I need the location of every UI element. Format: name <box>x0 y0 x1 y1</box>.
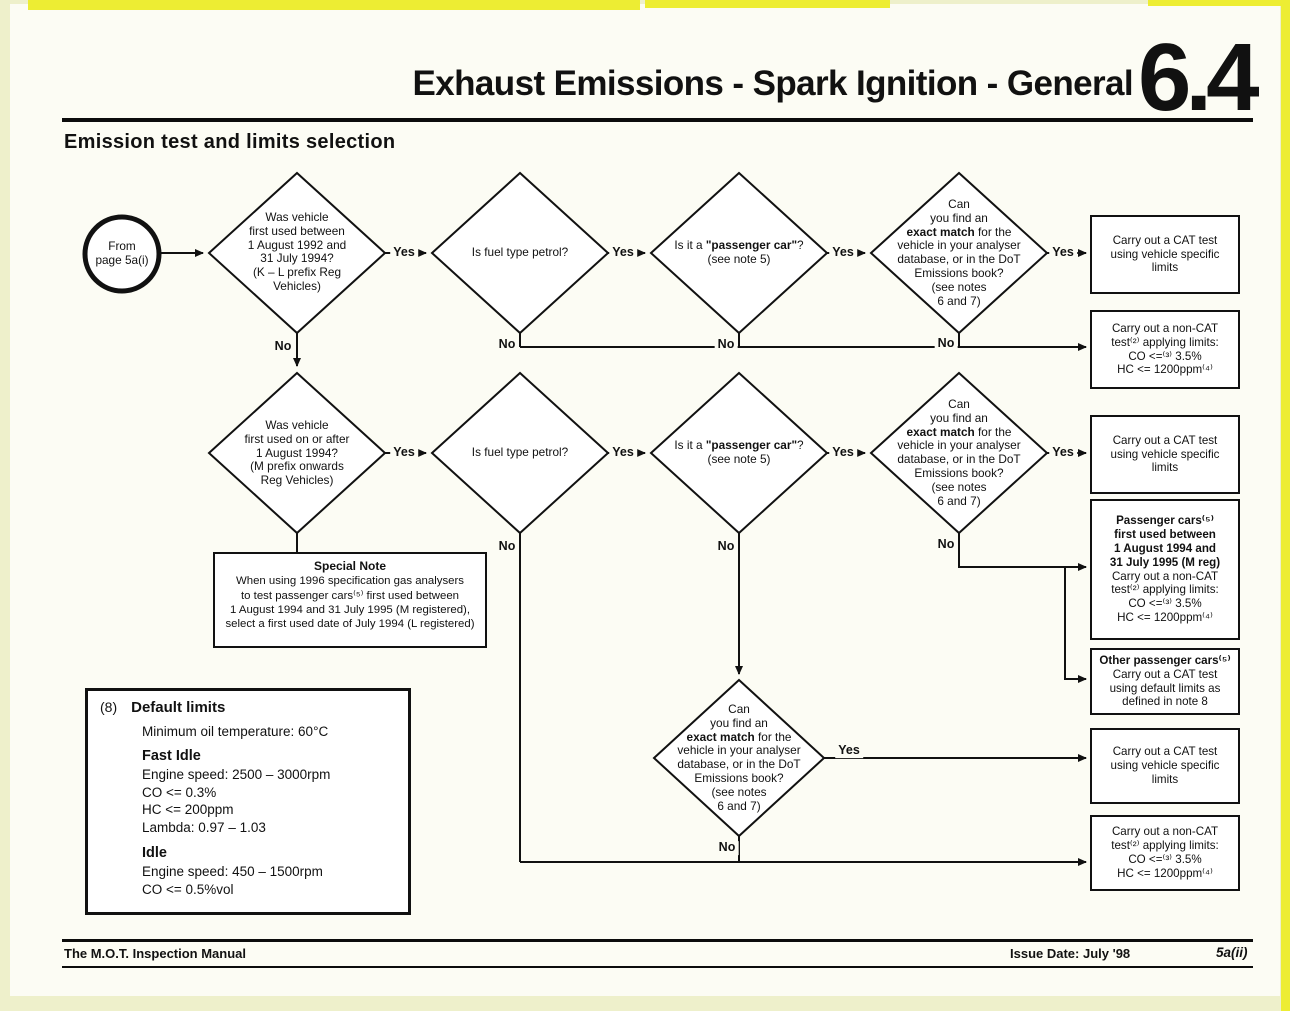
outcome-non-cat-test-2: Carry out a non-CAT test⁽²⁾ applying lim… <box>1090 815 1240 891</box>
q4-text: Can you find an exact match for the vehi… <box>897 197 1021 308</box>
no-label: No <box>934 537 958 552</box>
start-node-label: From page 5a(i) <box>95 239 149 267</box>
no-label: No <box>714 539 738 554</box>
footer-issue-date: Issue Date: July '98 <box>1010 946 1131 961</box>
no-label: No <box>934 336 958 351</box>
min-oil-temperature: Minimum oil temperature: 60°C <box>142 724 329 739</box>
q5-text: Was vehicle first used on or after 1 Aug… <box>244 418 350 488</box>
q1-text: Was vehicle first used between 1 August … <box>247 210 347 293</box>
outcome-other-passenger-cars: Other passenger cars⁽⁵⁾Carry out a CAT t… <box>1090 648 1240 715</box>
q8-text: Can you find an exact match for the vehi… <box>897 397 1021 508</box>
highlighter-mark <box>1281 0 1290 1011</box>
no-label: No <box>715 840 739 855</box>
special-note-title: Special Note <box>313 559 387 573</box>
no-label: No <box>714 337 738 352</box>
no-label: No <box>271 339 295 354</box>
yes-label: Yes <box>609 445 637 460</box>
default-limits-heading: (8) Default limits <box>100 699 396 716</box>
default-limits-ref: (8) <box>100 699 118 715</box>
special-note-body: When using 1996 specification gas analys… <box>225 575 475 631</box>
q2-text: Is fuel type petrol? <box>471 245 569 259</box>
q3-text: Is it a "passenger car"? (see note 5) <box>674 238 804 266</box>
page-subtitle: Emission test and limits selection <box>64 131 396 153</box>
yes-label: Yes <box>1049 445 1077 460</box>
idle-heading: Idle <box>142 845 167 862</box>
fast-idle-limits: Engine speed: 2500 – 3000rpm CO <= 0.3% … <box>142 767 331 835</box>
yes-label: Yes <box>390 445 418 460</box>
yes-label: Yes <box>390 245 418 260</box>
outcome-cat-test-1: Carry out a CAT test using vehicle speci… <box>1090 215 1240 294</box>
yes-label: Yes <box>835 743 863 758</box>
connector-q8-no <box>958 533 1087 571</box>
no-label: No <box>495 539 519 554</box>
q9-text: Can you find an exact match for the vehi… <box>677 702 801 813</box>
footer-rule-top <box>62 939 1253 942</box>
highlighter-mark <box>1148 0 1290 6</box>
idle-limits: Engine speed: 450 – 1500rpm CO <= 0.5%vo… <box>142 864 323 897</box>
outcome-passenger-m-reg: Passenger cars⁽⁵⁾ first used between 1 A… <box>1090 499 1240 640</box>
yes-label: Yes <box>829 245 857 260</box>
start-circle <box>82 214 162 294</box>
footer-manual-name: The M.O.T. Inspection Manual <box>64 946 247 961</box>
highlighter-mark <box>645 0 890 8</box>
section-number: 6.4 <box>1138 24 1259 131</box>
header-rule <box>62 118 1253 122</box>
outcome-cat-test-2: Carry out a CAT test using vehicle speci… <box>1090 415 1240 494</box>
connector-q8-no-branch <box>1064 567 1087 683</box>
highlighter-mark <box>28 0 640 10</box>
footer-page-ref: 5a(ii) <box>1216 945 1248 960</box>
yes-label: Yes <box>1049 245 1077 260</box>
q7-text: Is it a "passenger car"? (see note 5) <box>674 438 804 466</box>
footer-rule-bottom <box>62 966 1253 968</box>
outcome-non-cat-test-1: Carry out a non-CAT test⁽²⁾ applying lim… <box>1090 310 1240 389</box>
no-label: No <box>495 337 519 352</box>
outcome-cat-test-3: Carry out a CAT test using vehicle speci… <box>1090 728 1240 804</box>
q6-text: Is fuel type petrol? <box>471 445 569 459</box>
yes-label: Yes <box>829 445 857 460</box>
fast-idle-heading: Fast Idle <box>142 748 201 764</box>
page-title: Exhaust Emissions - Spark Ignition - Gen… <box>412 64 1134 103</box>
default-limits-title: Default limits <box>131 699 226 716</box>
default-limits-content: Minimum oil temperature: 60°C Fast Idle … <box>142 724 396 898</box>
yes-label: Yes <box>609 245 637 260</box>
default-limits-box: (8) Default limits Minimum oil temperatu… <box>85 688 411 915</box>
